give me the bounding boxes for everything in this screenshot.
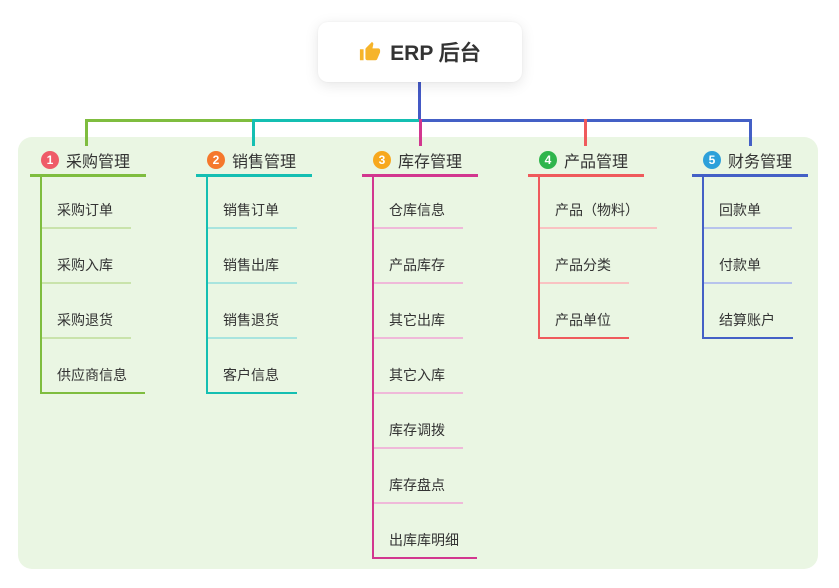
child-node-label: 销售出库 [223,257,279,273]
branch-title: 销售管理 [232,153,297,171]
child-node-结算账户[interactable]: 结算账户 [704,284,793,339]
child-node-客户信息[interactable]: 客户信息 [208,339,297,394]
child-node-销售出库[interactable]: 销售出库 [208,229,297,284]
branch-财务管理: 5 财务管理回款单付款单结算账户 [692,145,808,339]
connector-line [252,119,255,146]
branch-header-采购管理[interactable]: 1 采购管理 [30,145,146,177]
branch-title: 财务管理 [728,153,793,171]
child-node-其它出库[interactable]: 其它出库 [374,284,463,339]
branch-title: 采购管理 [66,153,131,171]
branch-header-产品管理[interactable]: 4 产品管理 [528,145,644,177]
child-node-产品单位[interactable]: 产品单位 [540,284,629,339]
child-node-供应商信息[interactable]: 供应商信息 [42,339,145,394]
child-node-label: 采购退货 [57,312,113,328]
branch-销售管理: 2 销售管理销售订单销售出库销售退货客户信息 [196,145,312,394]
child-node-label: 产品库存 [389,257,445,273]
child-node-仓库信息[interactable]: 仓库信息 [374,177,463,229]
branch-title: 库存管理 [398,153,463,171]
child-node-label: 销售订单 [223,202,279,218]
branch-children: 产品（物料） 产品分类产品单位 [538,177,657,339]
child-node-回款单[interactable]: 回款单 [704,177,792,229]
branch-header-销售管理[interactable]: 2 销售管理 [196,145,312,177]
branch-children: 回款单付款单结算账户 [702,177,793,339]
child-node-label: 库存盘点 [389,477,445,493]
branch-children: 销售订单销售出库销售退货客户信息 [206,177,297,394]
connector-line [85,119,88,146]
child-node-label: 客户信息 [223,367,279,383]
child-node-库存调拨[interactable]: 库存调拨 [374,394,463,449]
child-node-销售订单[interactable]: 销售订单 [208,177,297,229]
mindmap-background-panel [18,137,818,569]
connector-line [85,119,255,122]
branch-number-badge: 1 [41,150,59,169]
branch-库存管理: 3 库存管理仓库信息产品库存其它出库其它入库库存调拨库存盘点出库库明细 [362,145,478,559]
branch-children: 仓库信息产品库存其它出库其它入库库存调拨库存盘点出库库明细 [372,177,477,559]
root-node-title: ERP 后台 [390,42,481,65]
connector-line [252,119,422,122]
child-node-label: 其它入库 [389,367,445,383]
branch-number-badge: 2 [207,150,225,169]
connector-line [749,119,752,146]
branch-采购管理: 1 采购管理采购订单采购入库采购退货供应商信息 [30,145,146,394]
branch-title: 产品管理 [564,153,629,171]
branch-number-badge: 5 [703,150,721,169]
child-node-采购订单[interactable]: 采购订单 [42,177,131,229]
child-node-产品分类[interactable]: 产品分类 [540,229,629,284]
child-node-label: 销售退货 [223,312,279,328]
branch-number-badge: 3 [373,150,391,169]
child-node-销售退货[interactable]: 销售退货 [208,284,297,339]
branch-header-库存管理[interactable]: 3 库存管理 [362,145,478,177]
child-node-label: 供应商信息 [57,367,127,383]
child-node-label: 采购订单 [57,202,113,218]
child-node-label: 其它出库 [389,312,445,328]
child-node-label: 产品分类 [555,257,611,273]
child-node-label: 产品（物料） [555,202,639,218]
thumbs-up-icon [359,41,381,63]
child-node-库存盘点[interactable]: 库存盘点 [374,449,463,504]
child-node-付款单[interactable]: 付款单 [704,229,792,284]
connector-line [419,119,422,146]
child-node-出库库明细[interactable]: 出库库明细 [374,504,477,559]
branch-children: 采购订单采购入库采购退货供应商信息 [40,177,145,394]
branch-产品管理: 4 产品管理产品（物料） 产品分类产品单位 [528,145,657,339]
branch-header-财务管理[interactable]: 5 财务管理 [692,145,808,177]
branch-number-badge: 4 [539,150,557,169]
child-node-label: 出库库明细 [389,532,459,548]
child-node-采购入库[interactable]: 采购入库 [42,229,131,284]
child-node-产品库存[interactable]: 产品库存 [374,229,463,284]
child-node-label: 采购入库 [57,257,113,273]
root-node-erp-backend[interactable]: ERP 后台 [318,22,522,82]
child-node-label: 付款单 [719,257,761,273]
child-node-产品（物料）[interactable]: 产品（物料） [540,177,657,229]
child-node-其它入库[interactable]: 其它入库 [374,339,463,394]
connector-line [418,82,421,122]
child-node-label: 产品单位 [555,312,611,328]
connector-line [584,119,587,146]
child-node-label: 仓库信息 [389,202,445,218]
child-node-采购退货[interactable]: 采购退货 [42,284,131,339]
child-node-label: 库存调拨 [389,422,445,438]
child-node-label: 结算账户 [719,312,775,328]
child-node-label: 回款单 [719,202,761,218]
